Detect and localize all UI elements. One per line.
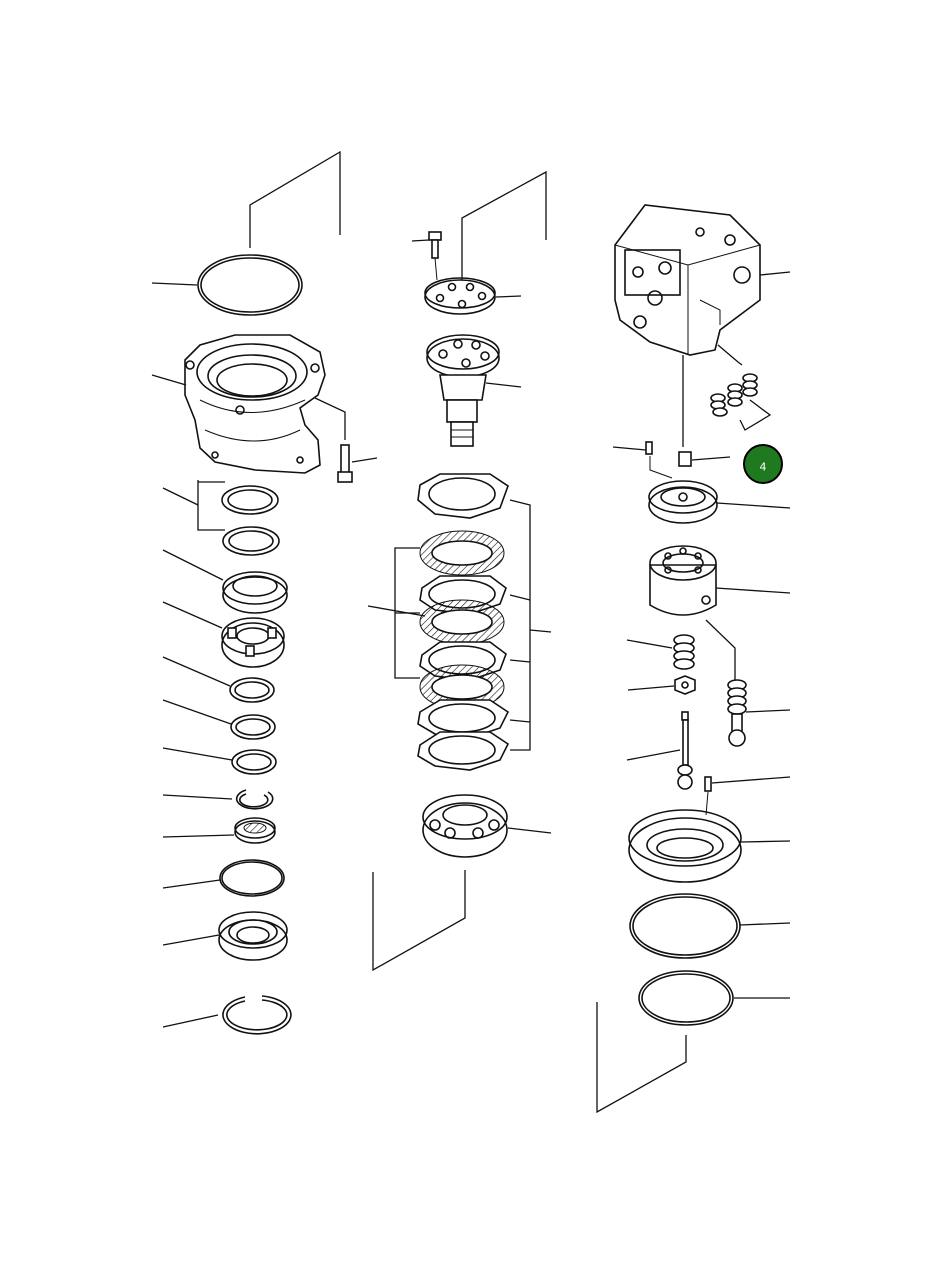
pin xyxy=(645,441,653,455)
ring-b xyxy=(230,714,276,740)
main-bearing xyxy=(422,794,508,858)
callout-label: 4 xyxy=(760,461,767,474)
piston-shoe xyxy=(727,679,747,747)
o-ring-large xyxy=(197,254,303,316)
o-ring-right-small xyxy=(638,970,734,1026)
cap-screw xyxy=(428,231,442,259)
motor-housing xyxy=(184,334,326,474)
valve-plate xyxy=(648,480,718,524)
drive-shaft xyxy=(426,334,500,447)
callout-marker[interactable]: 4 xyxy=(743,444,783,484)
housing-bolt xyxy=(314,397,353,483)
retainer-plate xyxy=(424,277,496,315)
shim-upper xyxy=(221,485,279,515)
friction-plate-3 xyxy=(419,664,505,710)
ring-c xyxy=(231,749,277,775)
roller-bearing xyxy=(221,617,285,668)
ring-a xyxy=(229,677,275,703)
o-ring-right-large xyxy=(629,893,741,959)
valve-springs xyxy=(710,373,758,417)
separator-plate-bottom xyxy=(417,731,510,771)
separator-plate-top xyxy=(417,473,509,519)
friction-plate-1 xyxy=(419,530,505,576)
o-ring-medium xyxy=(219,859,285,897)
bearing-race xyxy=(222,571,288,614)
dowel-pin xyxy=(704,776,712,792)
center-assembly xyxy=(367,170,552,972)
friction-plate-2 xyxy=(419,599,505,645)
shim-lower xyxy=(222,526,280,556)
cylinder-block xyxy=(649,545,717,616)
center-spring xyxy=(673,634,695,670)
plug xyxy=(678,451,692,467)
center-rod xyxy=(677,711,693,790)
small-bearing xyxy=(234,817,276,844)
right-assembly: 4 xyxy=(596,204,791,1114)
hex-nut xyxy=(674,675,696,695)
oil-seal xyxy=(218,911,288,961)
snap-ring-large xyxy=(222,995,292,1035)
left-assembly xyxy=(151,150,378,1035)
snap-ring-small xyxy=(235,789,274,810)
swash-plate xyxy=(628,809,742,883)
valve-block xyxy=(614,204,761,356)
